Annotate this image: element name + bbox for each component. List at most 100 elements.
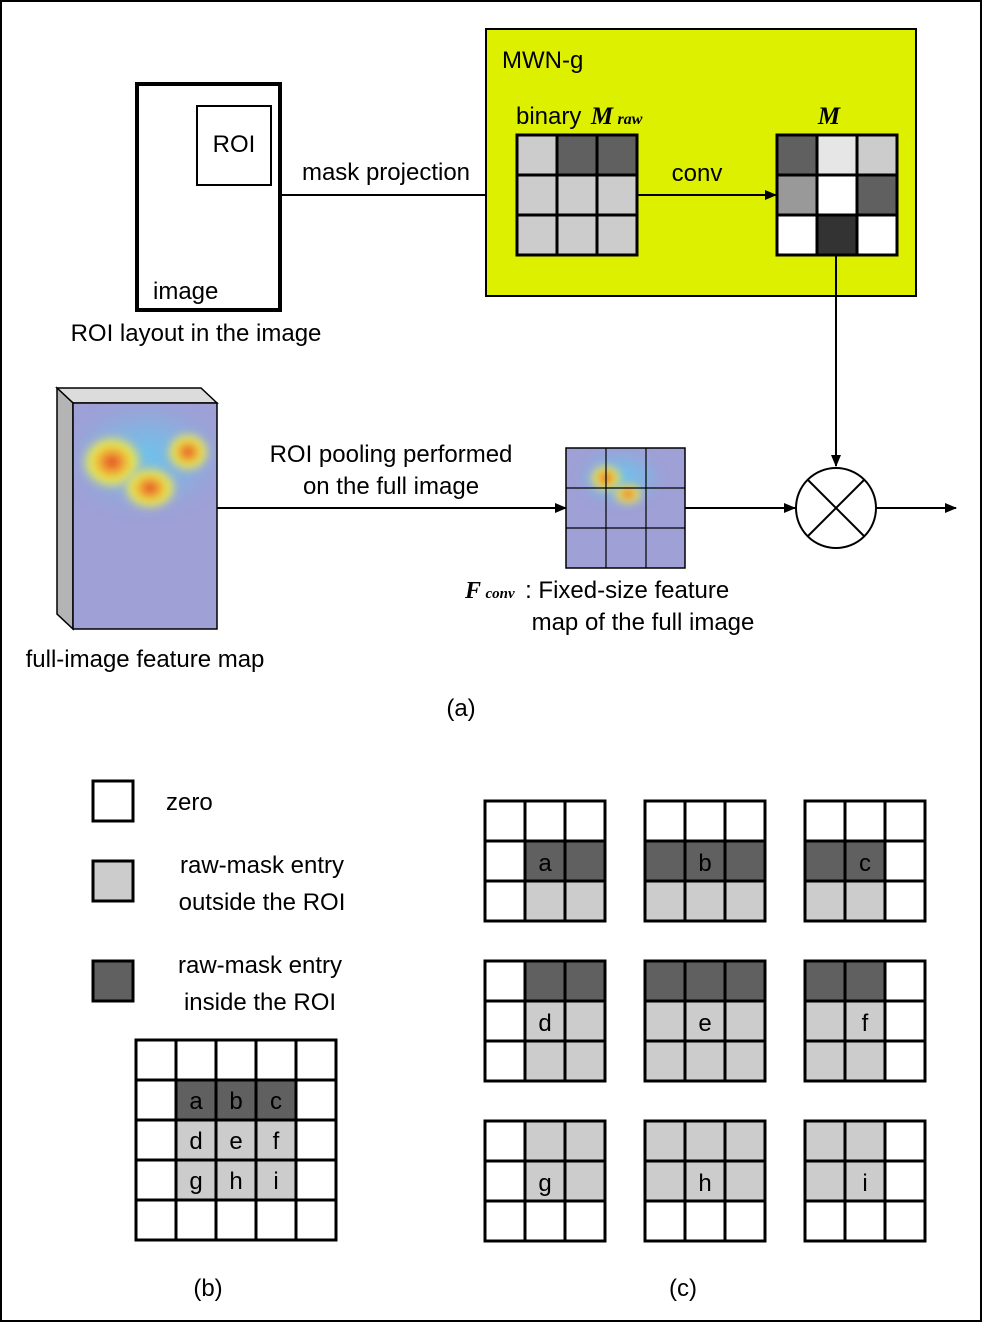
neighborhood-letter-h: h bbox=[698, 1170, 711, 1197]
neighborhood-a-cell-2-1 bbox=[523, 879, 567, 923]
neighborhood-b-cell-1-0 bbox=[643, 839, 687, 883]
panel-c-label: (c) bbox=[669, 1275, 697, 1302]
neighborhood-d-cell-1-0 bbox=[483, 999, 527, 1043]
neighborhood-g-cell-2-1 bbox=[523, 1199, 567, 1243]
neighborhood-b-cell-0-2 bbox=[723, 799, 767, 843]
neighborhood-g-cell-0-1 bbox=[523, 1119, 567, 1163]
neighborhood-e-cell-1-0 bbox=[643, 999, 687, 1043]
legend-inside-line1: raw-mask entry bbox=[178, 952, 342, 979]
raw-mask-cell-1-3 bbox=[254, 1078, 298, 1122]
roi-box bbox=[196, 105, 272, 186]
feature-map-side-face bbox=[56, 386, 74, 631]
roi-pooling-line1: ROI pooling performed bbox=[270, 441, 513, 468]
neighborhood-c-cell-0-2 bbox=[883, 799, 927, 843]
mraw-cell-1-2 bbox=[595, 173, 639, 217]
raw-mask-cell-2-0 bbox=[134, 1118, 178, 1162]
neighborhood-h-cell-0-0 bbox=[643, 1119, 687, 1163]
neighborhood-d-cell-0-2 bbox=[563, 959, 607, 1003]
neighborhood-a-cell-0-1 bbox=[523, 799, 567, 843]
neighborhood-a-cell-0-2 bbox=[563, 799, 607, 843]
neighborhood-grid-e: e bbox=[643, 959, 767, 1083]
mraw-prefix: binary bbox=[516, 103, 581, 130]
m-cell-1-1 bbox=[815, 173, 859, 217]
neighborhood-g-cell-2-0 bbox=[483, 1199, 527, 1243]
m-cell-0-2 bbox=[855, 133, 899, 177]
neighborhood-grid-d: d bbox=[483, 959, 607, 1083]
neighborhood-i-cell-0-0 bbox=[803, 1119, 847, 1163]
roi-box-label: ROI bbox=[213, 131, 256, 158]
neighborhood-letter-i: i bbox=[862, 1170, 867, 1197]
raw-mask-cell-1-4 bbox=[294, 1078, 338, 1122]
neighborhood-c-cell-0-0 bbox=[803, 799, 847, 843]
neighborhood-b-cell-0-1 bbox=[683, 799, 727, 843]
neighborhood-letter-e: e bbox=[698, 1010, 711, 1037]
neighborhood-e-cell-0-2 bbox=[723, 959, 767, 1003]
m-label: M bbox=[817, 103, 841, 130]
neighborhood-letter-f: f bbox=[862, 1010, 869, 1037]
mraw-cell-2-1 bbox=[555, 213, 599, 257]
mraw-symbol: M bbox=[590, 103, 614, 130]
legend-inside-line2: inside the ROI bbox=[184, 989, 336, 1016]
neighborhood-i-cell-2-2 bbox=[883, 1199, 927, 1243]
neighborhood-g-cell-0-2 bbox=[563, 1119, 607, 1163]
neighborhood-f-cell-0-2 bbox=[883, 959, 927, 1003]
feature-map-label: full-image feature map bbox=[26, 646, 265, 673]
neighborhood-d-cell-1-2 bbox=[563, 999, 607, 1043]
neighborhood-letter-g: g bbox=[538, 1170, 551, 1197]
raw-mask-letter-c: c bbox=[270, 1088, 282, 1115]
fconv-label: F conv : Fixed-size feature bbox=[464, 577, 729, 604]
raw-mask-letter-a: a bbox=[189, 1088, 203, 1115]
neighborhood-i-cell-1-0 bbox=[803, 1159, 847, 1203]
mraw-cell-1-0 bbox=[515, 173, 559, 217]
neighborhood-d-cell-2-0 bbox=[483, 1039, 527, 1083]
neighborhood-e-cell-2-2 bbox=[723, 1039, 767, 1083]
neighborhood-e-cell-2-0 bbox=[643, 1039, 687, 1083]
mraw-label: binary M raw bbox=[516, 103, 643, 130]
full-image-feature-map bbox=[55, 386, 219, 631]
neighborhood-grid-g: g bbox=[483, 1119, 607, 1243]
neighborhood-a-cell-2-2 bbox=[563, 879, 607, 923]
neighborhood-h-cell-2-2 bbox=[723, 1199, 767, 1243]
neighborhood-g-cell-0-0 bbox=[483, 1119, 527, 1163]
mraw-cell-1-1 bbox=[555, 173, 599, 217]
neighborhood-b-cell-2-0 bbox=[643, 879, 687, 923]
raw-mask-cell-4-1 bbox=[174, 1198, 218, 1242]
neighborhood-i-cell-0-2 bbox=[883, 1119, 927, 1163]
m-cell-2-0 bbox=[775, 213, 819, 257]
raw-mask-cell-0-2 bbox=[214, 1038, 258, 1082]
mraw-cell-0-2 bbox=[595, 133, 639, 177]
legend-inside-swatch bbox=[91, 959, 135, 1003]
neighborhood-d-cell-0-1 bbox=[523, 959, 567, 1003]
fconv-line2: map of the full image bbox=[532, 609, 755, 636]
legend-zero-swatch bbox=[91, 779, 135, 823]
fconv-subscript: conv bbox=[485, 586, 515, 602]
raw-mask-letter-d: d bbox=[189, 1128, 202, 1155]
neighborhood-g-cell-1-2 bbox=[563, 1159, 607, 1203]
neighborhood-c-cell-0-1 bbox=[843, 799, 887, 843]
neighborhood-f-cell-1-2 bbox=[883, 999, 927, 1043]
raw-mask-letter-e: e bbox=[229, 1128, 242, 1155]
neighborhood-i-cell-0-1 bbox=[843, 1119, 887, 1163]
neighborhood-h-cell-2-0 bbox=[643, 1199, 687, 1243]
raw-mask-cell-0-4 bbox=[294, 1038, 338, 1082]
raw-mask-cell-2-4 bbox=[294, 1118, 338, 1162]
raw-mask-cell-4-4 bbox=[294, 1198, 338, 1242]
raw-mask-letter-f: f bbox=[273, 1128, 280, 1155]
neighborhood-f-cell-0-0 bbox=[803, 959, 847, 1003]
neighborhood-b-cell-2-1 bbox=[683, 879, 727, 923]
neighborhood-b-cell-2-2 bbox=[723, 879, 767, 923]
neighborhood-i-cell-1-2 bbox=[883, 1159, 927, 1203]
neighborhood-a-cell-1-2 bbox=[563, 839, 607, 883]
mwn-g-title: MWN-g bbox=[502, 47, 583, 74]
neighborhood-grid-c: c bbox=[803, 799, 927, 923]
neighborhood-a-cell-0-0 bbox=[483, 799, 527, 843]
neighborhood-i-cell-2-0 bbox=[803, 1199, 847, 1243]
raw-mask-letter-b: b bbox=[229, 1088, 242, 1115]
neighborhood-c-cell-1-0 bbox=[803, 839, 847, 883]
raw-mask-cell-1-0 bbox=[134, 1078, 178, 1122]
neighborhood-f-cell-2-1 bbox=[843, 1039, 887, 1083]
raw-mask-letter-h: h bbox=[229, 1168, 242, 1195]
neighborhood-c-cell-2-1 bbox=[843, 879, 887, 923]
